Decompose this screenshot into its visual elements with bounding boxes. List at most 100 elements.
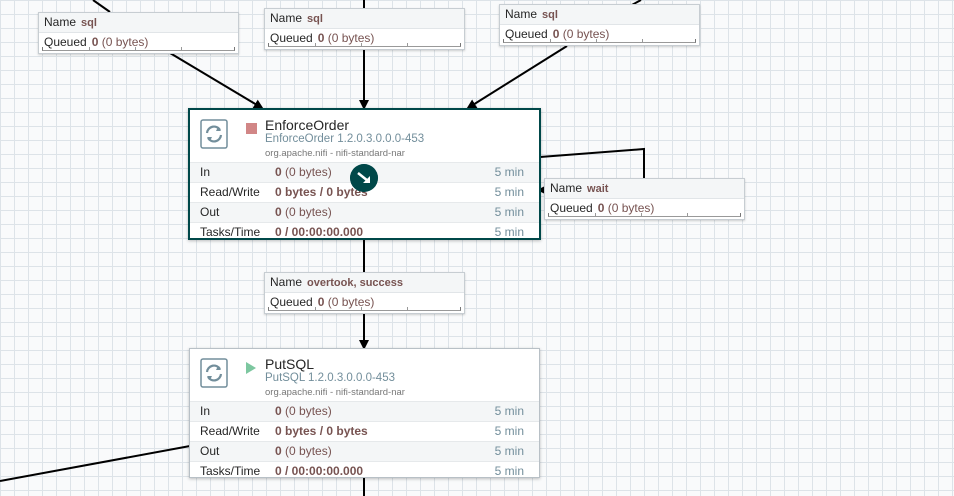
out-size: (0 bytes)	[285, 444, 332, 458]
connection-name-row: Name overtook, success	[265, 273, 464, 293]
out-count: 0	[275, 205, 282, 219]
connection-line[interactable]	[92, 0, 111, 13]
stat-label: Read/Write	[200, 185, 260, 199]
stat-value: 0 (0 bytes)	[275, 402, 332, 421]
queued-size: (0 bytes)	[607, 201, 655, 215]
name-label: Name	[505, 7, 538, 21]
queue-progress-bar	[268, 307, 461, 311]
queue-progress-bar	[548, 213, 741, 217]
stop-icon	[246, 123, 257, 134]
connection-queued-row: Queued 0 (0 bytes)	[265, 29, 464, 48]
processor-name: EnforceOrder	[265, 117, 350, 133]
stat-value: 0 / 00:00:00.000	[275, 225, 364, 239]
out-size: (0 bytes)	[285, 205, 332, 219]
connection-line[interactable]	[0, 445, 191, 482]
stat-value: 0 bytes / 0 bytes	[275, 185, 368, 199]
connection-line[interactable]	[169, 52, 264, 110]
name-label: Name	[270, 275, 303, 289]
queue-progress-bar	[268, 43, 461, 47]
stat-row-out: Out 0 (0 bytes) 5 min	[190, 441, 539, 461]
connection-name: wait	[587, 183, 609, 195]
connection-name-row: Name wait	[545, 179, 744, 199]
queued-count: 0	[317, 31, 325, 45]
stat-label: In	[200, 165, 211, 179]
stat-row-tasks: Tasks/Time 0 / 00:00:00.000 5 min	[190, 461, 539, 481]
stat-time: 5 min	[494, 225, 524, 239]
stat-time: 5 min	[494, 424, 524, 438]
stat-value: 0 (0 bytes)	[275, 163, 332, 182]
queued-label: Queued	[270, 31, 313, 45]
stat-time: 5 min	[494, 404, 524, 418]
connection-label-wait[interactable]: Name wait Queued 0 (0 bytes)	[544, 178, 745, 220]
stat-value: 0 / 00:00:00.000	[275, 464, 364, 478]
queue-progress-bar	[503, 39, 696, 43]
processor-bundle: org.apache.nifi - nifi-standard-nar	[265, 387, 405, 398]
queued-count: 0	[91, 35, 99, 49]
connection-queued-row: Queued 0 (0 bytes)	[265, 293, 464, 312]
stat-value: 0 bytes / 0 bytes	[275, 424, 368, 438]
queued-count: 0	[317, 295, 325, 309]
queued-label: Queued	[550, 201, 593, 215]
stat-label: In	[200, 404, 211, 418]
queued-size: (0 bytes)	[327, 295, 375, 309]
stat-label: Out	[200, 205, 220, 219]
connection-name: overtook, success	[307, 277, 404, 289]
stat-label: Tasks/Time	[200, 464, 261, 478]
connection-line-self-loop[interactable]	[539, 147, 645, 178]
queued-count: 0	[597, 201, 605, 215]
connection-name: sql	[81, 17, 97, 29]
connection-queued-row: Queued 0 (0 bytes)	[39, 33, 238, 52]
processor-bundle: org.apache.nifi - nifi-standard-nar	[265, 148, 405, 159]
processor-putsql[interactable]: PutSQL PutSQL 1.2.0.3.0.0.0-453 org.apac…	[189, 348, 540, 478]
stat-row-in: In 0 (0 bytes) 5 min	[190, 401, 539, 421]
queued-size: (0 bytes)	[101, 35, 149, 49]
queue-progress-bar	[42, 47, 235, 51]
in-count: 0	[275, 404, 282, 418]
connection-line[interactable]	[466, 45, 568, 110]
processor-name: PutSQL	[265, 356, 315, 372]
queued-label: Queued	[505, 27, 548, 41]
stat-time: 5 min	[494, 464, 524, 478]
connection-label-overtook-success[interactable]: Name overtook, success Queued 0 (0 bytes)	[264, 272, 465, 314]
stat-row-read-write: Read/Write 0 bytes / 0 bytes 5 min	[190, 182, 539, 202]
processor-type: EnforceOrder 1.2.0.3.0.0.0-453	[265, 133, 425, 145]
stat-time: 5 min	[494, 165, 524, 179]
stat-time: 5 min	[494, 444, 524, 458]
processor-type: PutSQL 1.2.0.3.0.0.0-453	[265, 372, 395, 384]
stat-value: 0 (0 bytes)	[275, 442, 332, 461]
in-count: 0	[275, 165, 282, 179]
stat-time: 5 min	[494, 205, 524, 219]
connection-name: sql	[307, 13, 323, 25]
play-icon	[246, 362, 256, 374]
queued-size: (0 bytes)	[327, 31, 375, 45]
processor-enforceorder[interactable]: EnforceOrder EnforceOrder 1.2.0.3.0.0.0-…	[188, 108, 541, 240]
in-size: (0 bytes)	[285, 404, 332, 418]
name-label: Name	[44, 15, 77, 29]
processor-icon	[200, 119, 228, 149]
queued-count: 0	[552, 27, 560, 41]
connection-queued-row: Queued 0 (0 bytes)	[545, 199, 744, 218]
stat-label: Out	[200, 444, 220, 458]
stat-time: 5 min	[494, 185, 524, 199]
out-count: 0	[275, 444, 282, 458]
queued-label: Queued	[270, 295, 313, 309]
name-label: Name	[550, 181, 583, 195]
processor-icon	[200, 358, 228, 388]
in-size: (0 bytes)	[285, 165, 332, 179]
processor-header: PutSQL PutSQL 1.2.0.3.0.0.0-453 org.apac…	[190, 349, 539, 401]
connection-name: sql	[542, 9, 558, 21]
connection-drag-icon[interactable]	[350, 164, 378, 192]
queued-label: Queued	[44, 35, 87, 49]
stat-label: Read/Write	[200, 424, 260, 438]
stat-row-tasks: Tasks/Time 0 / 00:00:00.000 5 min	[190, 222, 539, 242]
stat-row-out: Out 0 (0 bytes) 5 min	[190, 202, 539, 222]
stat-value: 0 (0 bytes)	[275, 203, 332, 222]
queued-size: (0 bytes)	[562, 27, 610, 41]
